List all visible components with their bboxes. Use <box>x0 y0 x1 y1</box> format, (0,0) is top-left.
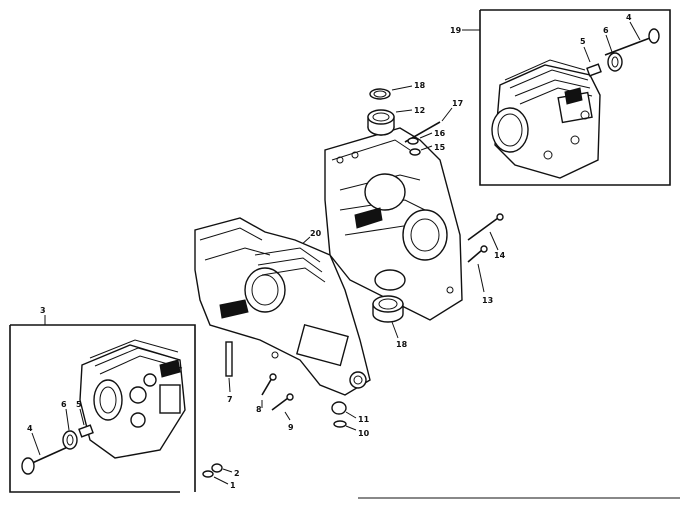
callout-14: 14 <box>494 251 506 260</box>
callout-9: 9 <box>288 423 294 432</box>
callout-11: 11 <box>358 415 370 424</box>
seal-6-right <box>607 52 623 72</box>
plug-11 <box>331 401 347 415</box>
callout-18-top: 18 <box>414 81 426 90</box>
bolt-14 <box>467 217 499 241</box>
detail-frame-right <box>479 9 671 186</box>
callout-6-left: 6 <box>61 400 67 409</box>
callout-7: 7 <box>227 395 233 404</box>
dowel-7 <box>225 341 233 377</box>
crankcase-half-back <box>324 127 463 321</box>
washer-15 <box>409 148 421 156</box>
callout-12: 12 <box>414 106 425 115</box>
callout-10: 10 <box>358 429 370 438</box>
callout-5-left: 5 <box>76 400 82 409</box>
bolt-9 <box>271 393 294 411</box>
callout-18-lower: 18 <box>396 340 408 349</box>
nut-16 <box>407 137 419 145</box>
washer-1 <box>202 470 214 478</box>
bolt-13 <box>467 249 483 263</box>
callout-5-right: 5 <box>580 37 586 46</box>
callout-13: 13 <box>482 296 493 305</box>
nut-2 <box>211 463 223 473</box>
callout-16: 16 <box>434 129 446 138</box>
callout-3: 3 <box>40 306 46 315</box>
bushing-12 <box>367 109 395 136</box>
callout-20: 20 <box>310 229 322 238</box>
callout-19: 19 <box>450 26 462 35</box>
callout-6-right: 6 <box>603 26 609 35</box>
detail-frame-left <box>10 324 196 492</box>
bushing-18-lower <box>372 295 404 323</box>
crankcase-half-front <box>194 217 371 396</box>
valve-left <box>21 445 71 475</box>
callout-2: 2 <box>234 469 240 478</box>
bushing-18-top <box>369 88 391 100</box>
callout-15: 15 <box>434 143 446 152</box>
valve-right <box>604 28 660 56</box>
guide-5-right <box>586 63 602 77</box>
seal-6-left <box>62 430 78 450</box>
guide-5-left <box>78 424 94 438</box>
screw-8 <box>261 373 277 396</box>
callout-4-right: 4 <box>626 13 632 22</box>
callout-8: 8 <box>256 405 262 414</box>
callout-17: 17 <box>452 99 463 108</box>
cylinder-head-right <box>491 59 601 179</box>
cylinder-head-left <box>79 339 186 459</box>
callout-1: 1 <box>230 481 236 490</box>
callout-4-left: 4 <box>27 424 33 433</box>
washer-10 <box>333 420 347 428</box>
